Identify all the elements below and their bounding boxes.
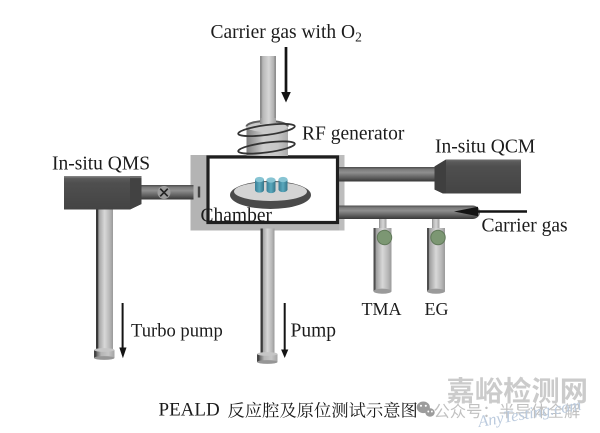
svg-text:Chamber: Chamber bbox=[201, 206, 273, 227]
svg-text:Carrier gas with O2: Carrier gas with O2 bbox=[211, 22, 362, 45]
svg-text:In-situ QMS: In-situ QMS bbox=[52, 154, 150, 175]
svg-text:In-situ QCM: In-situ QCM bbox=[435, 137, 535, 158]
svg-text:Carrier gas: Carrier gas bbox=[482, 216, 568, 237]
svg-text:PEALD: PEALD bbox=[159, 400, 220, 421]
svg-text:RF generator: RF generator bbox=[302, 124, 405, 145]
svg-text:TMA: TMA bbox=[362, 299, 402, 319]
svg-text:Pump: Pump bbox=[291, 321, 337, 342]
svg-text:Turbo pump: Turbo pump bbox=[131, 321, 223, 342]
svg-text:EG: EG bbox=[425, 299, 449, 319]
